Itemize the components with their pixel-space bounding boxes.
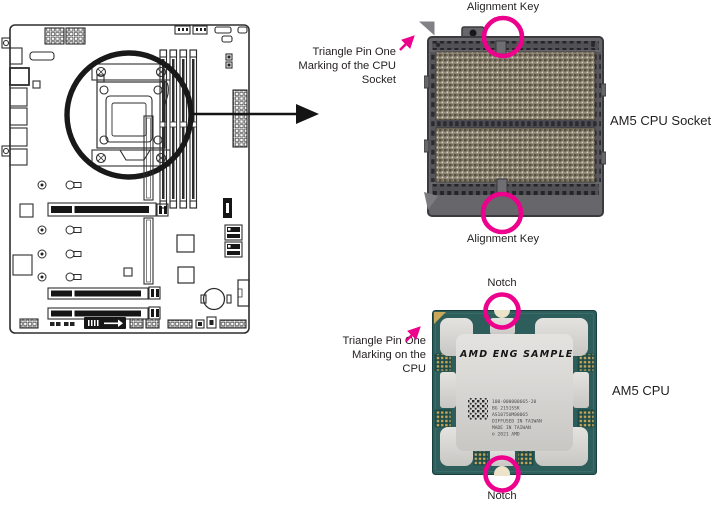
socket-title: AM5 CPU Socket bbox=[610, 113, 712, 128]
am5-socket-image bbox=[424, 26, 606, 217]
socket-tab-hole bbox=[469, 29, 477, 37]
fan-headers bbox=[174, 25, 208, 35]
svg-text:DIFFUSED IN TAIWAN: DIFFUSED IN TAIWAN bbox=[492, 419, 542, 425]
socket-corner-lug bbox=[424, 192, 438, 210]
alignment-key-top-label: Alignment Key bbox=[466, 1, 540, 13]
board-outline bbox=[9, 24, 250, 334]
notch-bottom-label: Notch bbox=[487, 490, 517, 502]
top-right-connectors bbox=[214, 26, 248, 69]
cpu-print-block: 100-000000665-20 BG 2151SSK AS1075UM0006… bbox=[492, 399, 542, 438]
onboard-chips bbox=[12, 74, 195, 284]
cpu-title: AM5 CPU bbox=[612, 383, 670, 398]
socket-alignment-key-bottom bbox=[496, 178, 508, 194]
right-edge-connectors bbox=[223, 198, 250, 307]
cmos-battery bbox=[200, 287, 232, 311]
atx-24pin-connector bbox=[232, 89, 248, 148]
m2-standoffs bbox=[37, 180, 82, 282]
m2-slots bbox=[143, 115, 154, 285]
cpu-power-connectors bbox=[44, 27, 86, 45]
cpu-qr-code bbox=[468, 398, 488, 420]
svg-text:AS1075UM00065: AS1075UM00065 bbox=[492, 412, 528, 418]
svg-text:© 2021 AMD: © 2021 AMD bbox=[492, 432, 520, 438]
pink-arrow-socket bbox=[399, 35, 415, 51]
rear-io-ports bbox=[1, 37, 55, 166]
cpu-pin-one-triangle bbox=[434, 312, 446, 324]
am5-cpu-image: AMD ENG SAMPLE 100-000000665-20 BG 2151S… bbox=[432, 310, 597, 476]
svg-text:BG 2151SSK: BG 2151SSK bbox=[492, 406, 520, 412]
motherboard-diagram bbox=[1, 24, 250, 334]
socket-alignment-key-top bbox=[495, 40, 507, 55]
bottom-headers bbox=[19, 316, 247, 329]
socket-pin-field-lower bbox=[435, 127, 596, 183]
socket-highlight-circle bbox=[64, 50, 194, 180]
notch-top-label: Notch bbox=[487, 277, 517, 289]
memory-slots bbox=[159, 49, 198, 209]
pcie-slots bbox=[47, 202, 169, 320]
socket-pin-field-upper bbox=[435, 51, 596, 121]
alignment-key-bottom-label: Alignment Key bbox=[466, 233, 540, 245]
svg-text:MADE IN TAIWAN: MADE IN TAIWAN bbox=[492, 425, 531, 431]
socket-pin-one-label: Triangle Pin One Marking of the CPU Sock… bbox=[298, 46, 396, 86]
cpu-brand-text: AMD ENG SAMPLE bbox=[459, 349, 574, 360]
cpu-pin-one-label: Triangle Pin One Marking on the CPU bbox=[342, 335, 426, 375]
svg-text:100-000000665-20: 100-000000665-20 bbox=[492, 399, 536, 405]
cpu-heat-spreader bbox=[440, 318, 589, 466]
